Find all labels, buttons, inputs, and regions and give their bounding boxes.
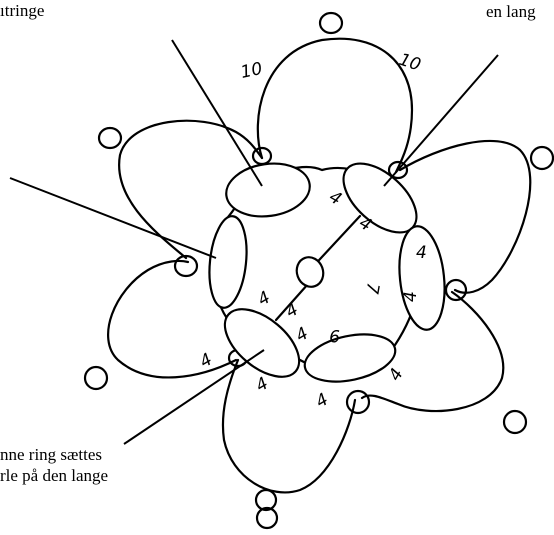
count-bottom-right-4: 4 <box>313 390 332 413</box>
count-mid-9: 9 <box>329 325 340 345</box>
count-lower-b: 4 <box>385 365 408 384</box>
count-bottom-4: 4 <box>253 374 272 397</box>
ring-right <box>395 224 450 332</box>
count-lower-a: 4 <box>293 324 312 347</box>
count-top-left-10: 10 <box>239 59 264 83</box>
count-top-right-10: 10 <box>396 50 423 76</box>
label-bottom-line1: nne ring sættes <box>0 445 102 464</box>
label-bottom-line2: rle på den lange <box>0 466 108 485</box>
inner-rings <box>205 151 449 390</box>
leader-top-right <box>384 55 498 186</box>
leader-left <box>10 178 216 258</box>
picot-upper-right <box>531 147 553 169</box>
labels: ıtringe en lang nne ring sættes rle på d… <box>0 1 536 485</box>
picot-top <box>320 13 342 33</box>
picot-bottom-center <box>347 391 369 413</box>
count-mid-7: 7 <box>361 281 383 295</box>
ring-left <box>205 214 250 309</box>
ring-lower-right <box>300 327 399 389</box>
count-left-a: 4 <box>255 288 274 311</box>
leader-bottom <box>124 350 264 444</box>
count-left-b: 4 <box>283 300 302 323</box>
center-ring <box>293 253 328 290</box>
picot-upper-left <box>99 128 121 148</box>
label-top-left: ıtringe <box>0 1 44 20</box>
label-top-right: en lang <box>486 2 536 21</box>
count-right-b: 4 <box>401 291 421 302</box>
chain-top <box>258 39 412 172</box>
count-right-a: 4 <box>416 243 427 263</box>
picot-lower-right <box>504 411 526 433</box>
picot-lower-left <box>85 367 107 389</box>
count-center-a: 4 <box>326 187 345 210</box>
